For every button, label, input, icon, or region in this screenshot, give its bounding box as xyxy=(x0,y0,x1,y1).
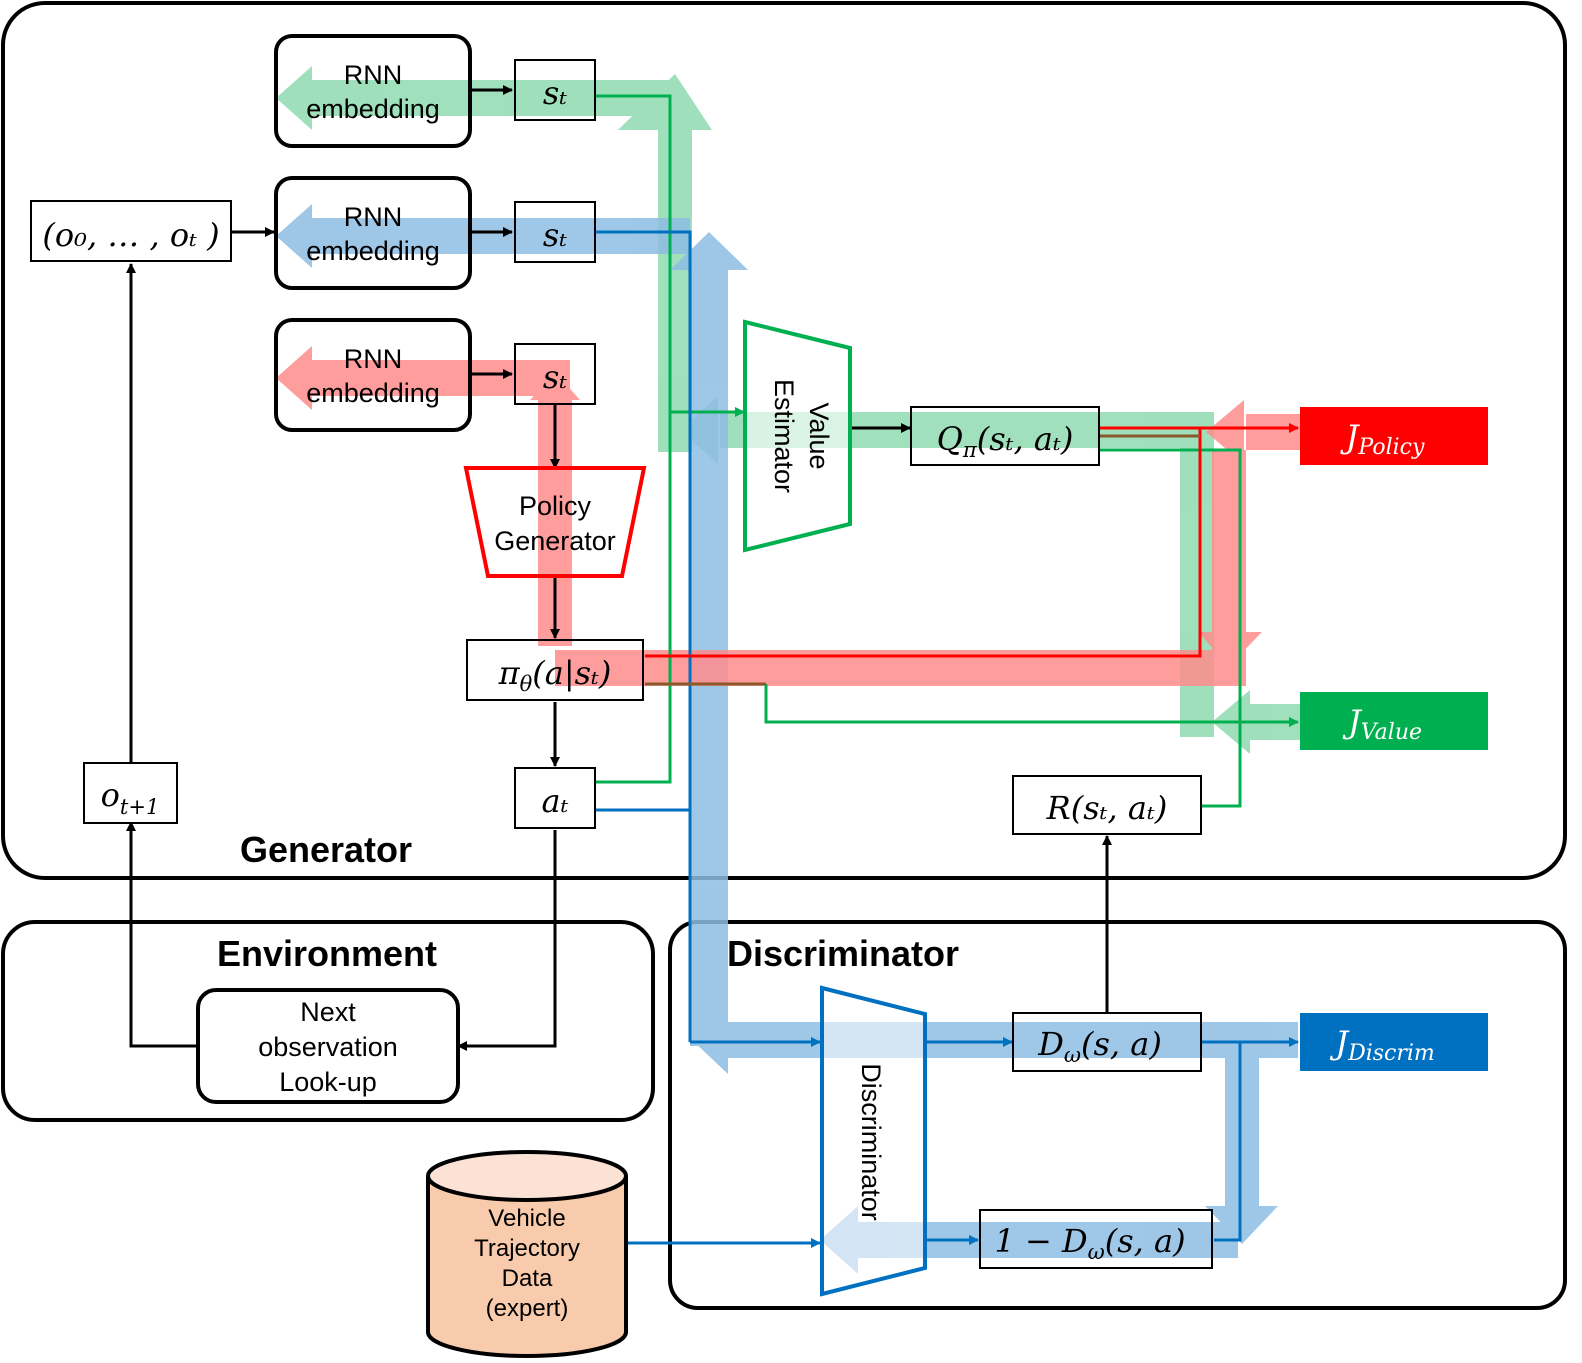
value-estimator-line2: Estimator xyxy=(769,379,799,493)
rnn-label-line2: embedding xyxy=(306,94,440,124)
observation-sequence-box: (o₀, … , oₜ ) xyxy=(30,200,232,262)
red-connectors xyxy=(645,423,1299,658)
rnn-label-line2: embedding xyxy=(306,236,440,266)
value-estimator: Value Estimator xyxy=(743,319,852,553)
policy-generator: Policy Generator xyxy=(463,466,647,578)
d-output-box: Dω(s, a) xyxy=(1012,1012,1202,1072)
data-line1: Vehicle xyxy=(488,1205,565,1232)
objective-discrim-label: JDiscrim xyxy=(1329,1024,1435,1066)
state-label: sₜ xyxy=(543,358,567,396)
policy-generator-line1: Policy xyxy=(519,491,592,521)
environment-title: Environment xyxy=(217,933,437,974)
d-output-label: Dω(s, a) xyxy=(1037,1025,1162,1067)
objective-policy-label: JPolicy xyxy=(1340,418,1425,460)
one-minus-d-box: 1 − Dω(s, a) xyxy=(979,1209,1213,1269)
state-box-green: sₜ xyxy=(514,59,596,121)
state-label: sₜ xyxy=(543,216,567,254)
green-connectors xyxy=(596,94,1299,808)
generator-panel xyxy=(1,1,1567,880)
next-observation-lookup: Next observation Look-up xyxy=(196,988,460,1104)
rnn-label-line1: RNN xyxy=(344,202,403,232)
one-minus-d-label: 1 − Dω(s, a) xyxy=(994,1222,1185,1264)
data-line3: Data xyxy=(502,1265,553,1292)
discriminator-network: Discriminator xyxy=(820,985,927,1297)
lookup-line1: Next xyxy=(300,997,356,1027)
objective-policy: JPolicy xyxy=(1300,407,1488,465)
discriminator-network-label: Discriminator xyxy=(856,1063,886,1221)
data-line4: (expert) xyxy=(486,1295,569,1322)
action-box: aₜ xyxy=(514,767,596,829)
value-estimator-line1: Value xyxy=(804,402,834,469)
observation-sequence-label: (o₀, … , oₜ ) xyxy=(42,216,219,254)
rnn-embedding-blue: RNN embedding xyxy=(274,176,472,290)
action-label: aₜ xyxy=(542,782,569,820)
expert-data-cylinder: Vehicle Trajectory Data (expert) xyxy=(426,1150,628,1358)
policy-generator-line2: Generator xyxy=(494,526,616,556)
rnn-label-line1: RNN xyxy=(344,344,403,374)
next-observation-box: ot+1 xyxy=(83,762,178,824)
policy-output-label: πθ(a|sₜ) xyxy=(498,654,612,696)
rnn-label-line2: embedding xyxy=(306,378,440,408)
q-value-box: Qπ(sₜ, aₜ) xyxy=(910,406,1100,466)
state-box-red: sₜ xyxy=(514,343,596,405)
q-value-label: Qπ(sₜ, aₜ) xyxy=(937,420,1074,462)
rnn-embedding-red: RNN embedding xyxy=(274,318,472,432)
blue-connectors xyxy=(596,230,1299,1248)
rnn-embedding-green: RNN embedding xyxy=(274,34,472,148)
lookup-line2: observation xyxy=(258,1032,398,1062)
generator-title: Generator xyxy=(240,829,412,870)
lookup-line3: Look-up xyxy=(279,1067,377,1097)
objective-discrim: JDiscrim xyxy=(1300,1013,1488,1071)
discriminator-title: Discriminator xyxy=(727,933,959,974)
black-connectors xyxy=(126,85,1112,1051)
discriminator-panel xyxy=(668,920,1567,1310)
mixed-connectors xyxy=(645,434,1200,686)
data-line2: Trajectory xyxy=(474,1235,580,1262)
policy-output-box: πθ(a|sₜ) xyxy=(466,639,644,701)
state-box-blue: sₜ xyxy=(514,201,596,263)
next-observation-label: ot+1 xyxy=(101,776,160,819)
objective-value: JValue xyxy=(1300,692,1488,750)
objective-value-label: JValue xyxy=(1342,703,1422,745)
environment-panel xyxy=(1,920,655,1122)
state-label: sₜ xyxy=(543,74,567,112)
reward-label: R(sₜ, aₜ) xyxy=(1046,789,1168,827)
reward-box: R(sₜ, aₜ) xyxy=(1012,775,1202,835)
rnn-label-line1: RNN xyxy=(344,60,403,90)
